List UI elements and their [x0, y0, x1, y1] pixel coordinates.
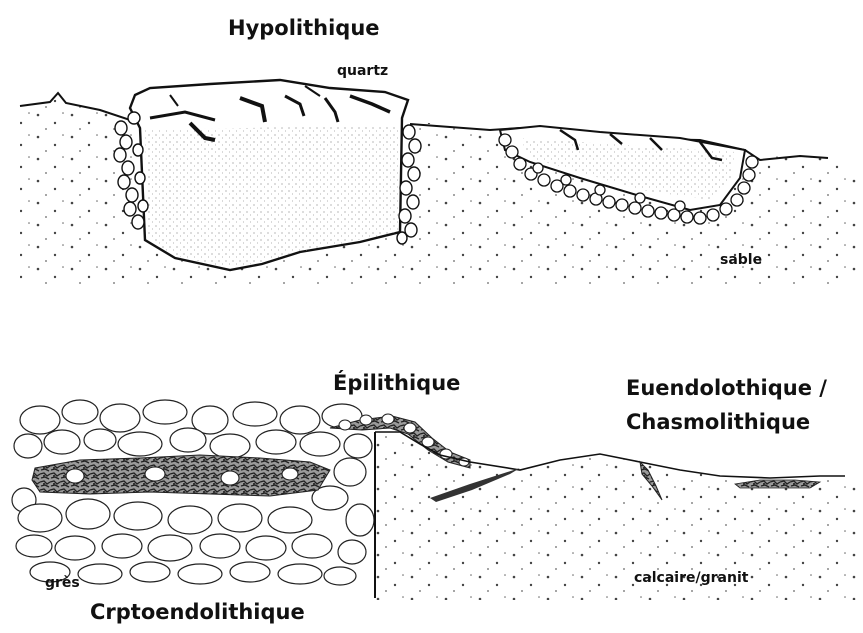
- quartz-stone-large: [130, 80, 408, 270]
- label-sand: sable: [720, 252, 762, 268]
- heading-hypolithic: Hypolithique: [228, 16, 380, 40]
- label-quartz: quartz: [337, 63, 388, 79]
- heading-cryptoendolithic: Crptoendolithique: [90, 600, 305, 624]
- heading-epilithic: Épilithique: [333, 371, 460, 395]
- label-limestone-granite: calcaire/granit: [634, 570, 748, 586]
- sandstone-block: [12, 400, 374, 585]
- label-sandstone: grès: [45, 575, 80, 591]
- heading-euendolithic-line2: Chasmolithique: [626, 410, 810, 434]
- limestone-granite-rock: [375, 432, 860, 600]
- heading-euendolithic-line1: Euendolothique /: [626, 376, 827, 400]
